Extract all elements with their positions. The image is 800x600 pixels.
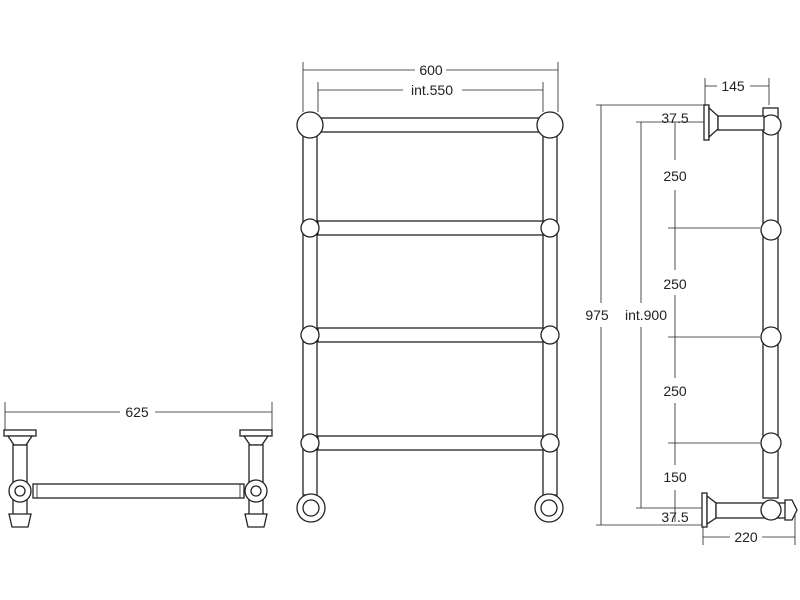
plan-view: 625 (3, 402, 273, 528)
front-view: 600 int.550 (296, 62, 564, 523)
side-bottom-offset-label: 37.5 (661, 509, 688, 525)
side-view: 145 220 975 int.900 37.5 250 250 250 150… (585, 78, 798, 545)
side-depth-top-label: 145 (721, 78, 745, 94)
side-internal-height-label: int.900 (625, 307, 667, 323)
side-rail-spacing-4: 150 (663, 469, 687, 485)
side-rail-spacing-3: 250 (663, 383, 687, 399)
side-top-bracket (703, 104, 765, 141)
side-post (762, 107, 779, 499)
side-rail-spacing-1: 250 (663, 168, 687, 184)
front-rails (317, 117, 544, 451)
front-internal-width-label: int.550 (411, 82, 453, 98)
plan-width-label: 625 (125, 404, 149, 420)
side-joints (760, 114, 782, 454)
front-joints (296, 111, 564, 453)
front-feet (296, 493, 564, 523)
front-overall-width-label: 600 (419, 62, 443, 78)
plan-left-post (3, 429, 37, 528)
side-bottom-bracket (701, 492, 798, 528)
side-top-offset-label: 37.5 (661, 110, 688, 126)
plan-right-post (239, 429, 273, 528)
side-overall-height-label: 975 (585, 307, 609, 323)
side-depth-bottom-label: 220 (734, 529, 758, 545)
side-rail-spacing-2: 250 (663, 276, 687, 292)
plan-rail (32, 483, 245, 499)
